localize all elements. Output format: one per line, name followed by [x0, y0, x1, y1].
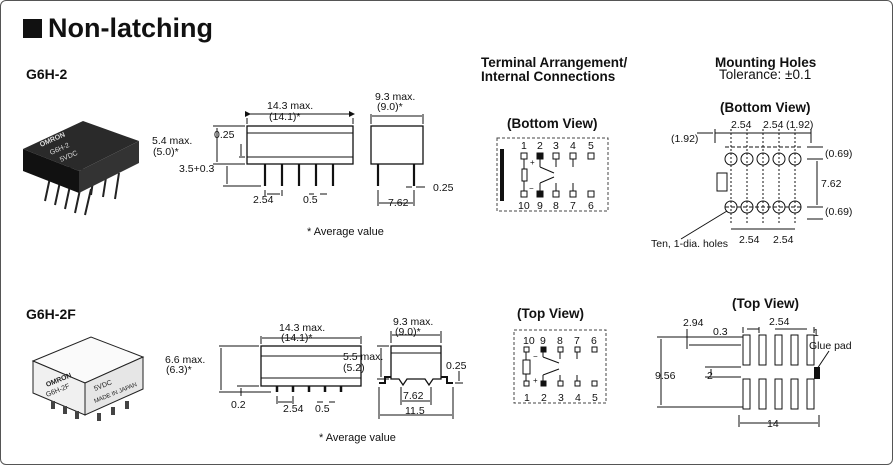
g6h2-row-space: 7.62	[388, 197, 409, 209]
g6h2-height: 5.4 max.	[152, 135, 192, 147]
g6h2-pin-length: 3.5+0.3	[179, 163, 214, 175]
svg-text:10: 10	[523, 335, 535, 347]
svg-text:3: 3	[558, 392, 564, 404]
pad-gap: 2	[707, 370, 713, 382]
hole-pitch-4: 2.54	[773, 234, 794, 246]
pad-total: 14	[767, 418, 779, 430]
svg-text:2: 2	[541, 392, 547, 404]
g6h2f-lead-height: 0.2	[231, 399, 246, 411]
relay-photo-g6h2: OMRON G6H-2 5VDC	[23, 121, 139, 216]
svg-text:2: 2	[537, 140, 543, 152]
g6h2-height-avg: (5.0)*	[153, 146, 179, 158]
g6h2f-end-view: 9.3 max. (9.0)* 5.5 max. (5.2) 7.62 11.5…	[343, 316, 467, 419]
hole-top-offset: (0.69)	[825, 148, 852, 160]
svg-text:4: 4	[575, 392, 581, 404]
terminal-bottom-view-label: (Bottom View)	[507, 116, 598, 131]
model-label-g6h2f: G6H-2F	[26, 306, 76, 322]
g6h2f-body-height: 5.5 max.	[343, 351, 383, 363]
g6h2f-pin-width: 0.5	[315, 403, 330, 415]
g6h2f-span: 11.5	[405, 405, 425, 417]
g6h2-length: 14.3 max.	[267, 100, 313, 112]
svg-text:6: 6	[588, 200, 594, 212]
svg-text:−: −	[529, 184, 534, 193]
g6h2-standoff: 0.25	[214, 129, 235, 141]
g6h2f-length: 14.3 max.	[279, 322, 325, 334]
svg-text:8: 8	[553, 200, 559, 212]
glue-pad-label: Glue pad	[809, 340, 852, 352]
svg-text:3: 3	[553, 140, 559, 152]
hole-pitch-1: 2.54	[731, 119, 752, 131]
average-value-note-2: * Average value	[319, 432, 396, 444]
g6h2-pin-width: 0.5	[303, 194, 318, 206]
pad-pitch: 2.54	[769, 316, 790, 328]
g6h2f-length-avg: (14.1)*	[281, 332, 313, 344]
g6h2-end-view: 9.3 max. (9.0)* 7.62 0.25	[370, 91, 454, 209]
terminal-arrangement-header: Terminal Arrangement/Internal Connection…	[481, 55, 628, 85]
g6h2f-body-height-avg: (5.2)	[343, 362, 365, 374]
svg-text:4: 4	[570, 140, 576, 152]
svg-text:5: 5	[588, 140, 594, 152]
svg-text:7: 7	[570, 200, 576, 212]
average-value-note: * Average value	[307, 226, 384, 238]
glue-pad-marker	[814, 367, 820, 379]
g6h2-length-avg: (14.1)*	[269, 111, 301, 123]
svg-text:+: +	[530, 158, 535, 167]
g6h2-pitch: 2.54	[253, 194, 274, 206]
g6h2f-width: 9.3 max.	[393, 316, 433, 328]
svg-text:8: 8	[557, 335, 563, 347]
hole-pitch-2: 2.54	[763, 119, 784, 131]
pad-width: 0.3	[713, 326, 728, 338]
svg-text:5: 5	[592, 392, 598, 404]
pad-row-space: 9.56	[655, 370, 676, 382]
svg-text:1: 1	[524, 392, 530, 404]
svg-text:9: 9	[540, 335, 546, 347]
g6h2f-height: 6.6 max.	[165, 354, 205, 366]
svg-text:+: +	[533, 376, 538, 385]
pad-length: 1	[813, 327, 819, 339]
pad-offset: 2.94	[683, 317, 704, 329]
g6h2f-pin-thickness: 0.25	[446, 360, 467, 372]
mounting-holes-diagram: 2.54 2.54 (1.92) (1.92) (0.69) 7.62 (0.6…	[651, 119, 852, 250]
g6h2-width: 9.3 max.	[375, 91, 415, 103]
tolerance-label: Tolerance: ±0.1	[719, 67, 812, 82]
square-bullet-icon	[23, 19, 42, 38]
model-label-g6h2: G6H-2	[26, 66, 68, 82]
g6h2-pin-thickness: 0.25	[433, 182, 454, 194]
relay-photo-g6h2f: OMRON G6H-2F 5VDC MADE IN JAPAN	[31, 336, 145, 421]
hole-bottom-offset: (0.69)	[825, 206, 852, 218]
section-title: Non-latching	[23, 15, 213, 42]
svg-text:−: −	[533, 352, 538, 361]
svg-text:9: 9	[537, 200, 543, 212]
hole-pitch-3: 2.54	[739, 234, 760, 246]
hole-row-space: 7.62	[821, 178, 842, 190]
g6h2f-height-avg: (6.3)*	[166, 364, 192, 376]
hole-note: Ten, 1-dia. holes	[651, 238, 728, 250]
pads-top-view-label: (Top View)	[732, 296, 799, 311]
svg-text:6: 6	[591, 335, 597, 347]
g6h2f-side-view: 14.3 max. (14.1)* 6.6 max. (6.3)* 0.2 2.…	[165, 322, 362, 415]
pad-layout-diagram: 2.94 0.3 2.54 1 9.56 2 14 Glue pad	[655, 316, 852, 430]
holes-bottom-view-label: (Bottom View)	[720, 100, 811, 115]
svg-text:1: 1	[521, 140, 527, 152]
g6h2f-width-avg: (9.0)*	[395, 326, 421, 338]
svg-text:10: 10	[518, 200, 530, 212]
g6h2-side-view: 14.3 max. (14.1)* 5.4 max. (5.0)* 0.25 3…	[152, 100, 355, 206]
hole-left-offset: (1.92)	[671, 133, 698, 145]
mounting-holes-header: Mounting Holes	[715, 55, 817, 70]
g6h2f-row-space: 7.62	[403, 390, 424, 402]
g6h2f-pitch: 2.54	[283, 403, 304, 415]
terminal-top-view-label: (Top View)	[517, 306, 584, 321]
hole-right-offset: (1.92)	[786, 119, 813, 131]
svg-text:7: 7	[574, 335, 580, 347]
g6h2-width-avg: (9.0)*	[377, 101, 403, 113]
